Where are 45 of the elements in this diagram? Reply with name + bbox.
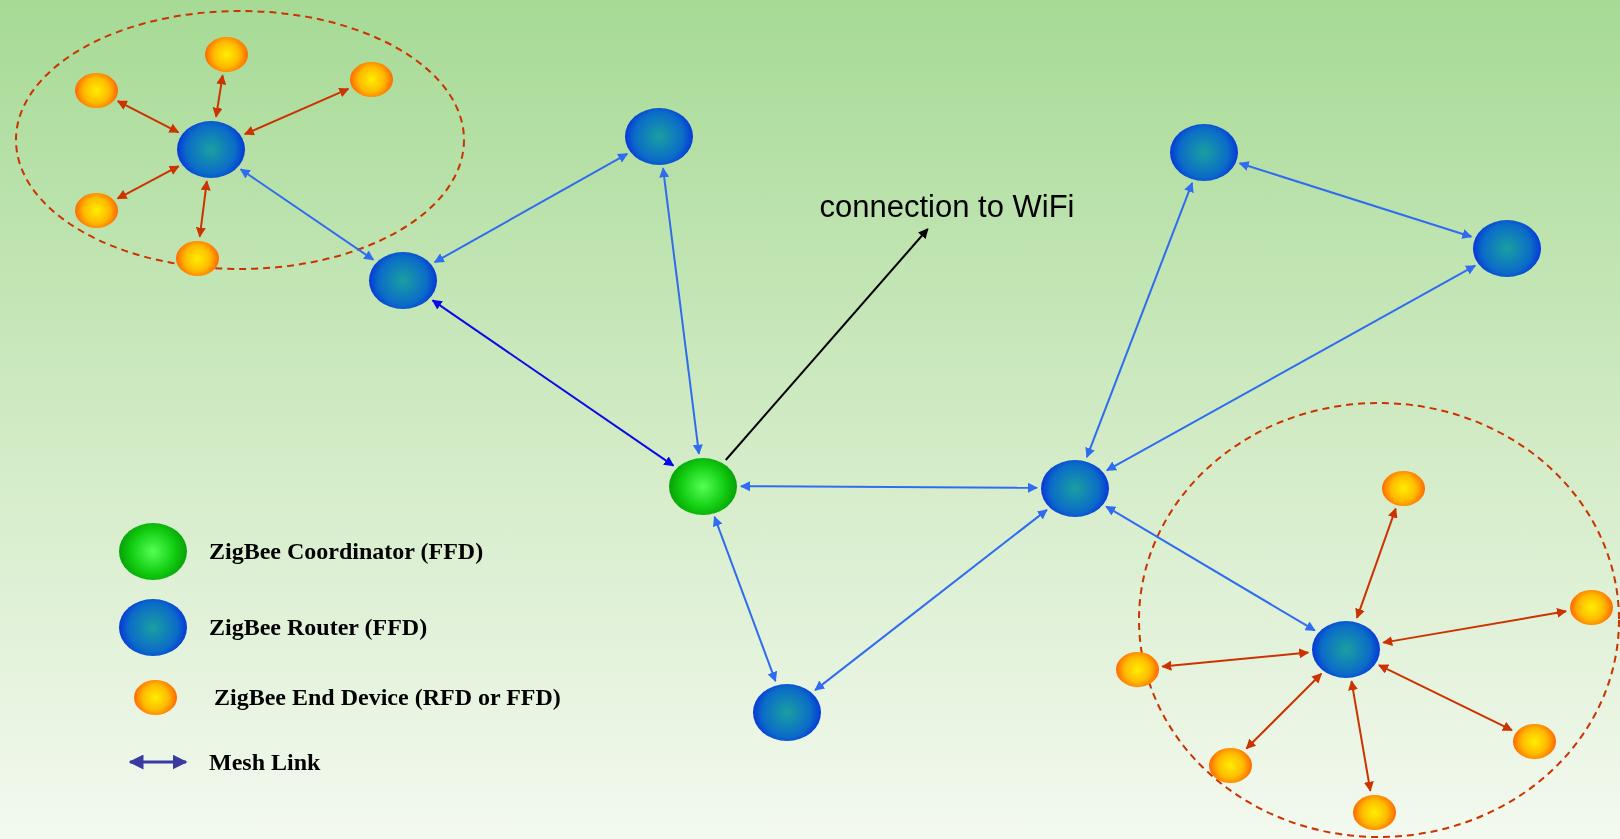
end-device-node (1569, 589, 1613, 625)
arrow (1085, 181, 1194, 459)
arrow (212, 74, 227, 118)
arrow (433, 152, 629, 264)
arrow (712, 515, 778, 683)
legend-label: ZigBee Router (FFD) (209, 613, 428, 641)
arrow (1355, 507, 1398, 619)
end-device-node (175, 240, 219, 276)
caption-text: connection to WiFi (819, 189, 1075, 225)
arrow (195, 180, 211, 238)
arrow (116, 165, 180, 200)
arrow (1378, 664, 1513, 732)
arrow (1245, 672, 1323, 750)
end-device-node (74, 72, 118, 108)
arrow (659, 167, 703, 455)
legend-label: Mesh Link (209, 748, 321, 776)
end-device-node (349, 61, 393, 97)
router-node (1041, 459, 1109, 517)
arrow (239, 168, 375, 261)
legend-label: ZigBee Coordinator (FFD) (209, 537, 484, 565)
router-node (1312, 620, 1380, 678)
arrow (814, 508, 1048, 692)
end-device-node (74, 192, 118, 228)
end-device-node (204, 36, 248, 72)
end-device-node (1115, 651, 1159, 687)
arrow (1105, 505, 1316, 632)
arrow (1105, 264, 1477, 472)
end-device-node (1352, 794, 1396, 830)
arrow (1238, 161, 1473, 239)
arrow (1382, 607, 1567, 646)
arrow (1348, 680, 1374, 792)
end-device-node (1381, 470, 1425, 506)
router-node (753, 683, 821, 741)
arrow (1161, 648, 1310, 671)
end-device-node (1512, 723, 1556, 759)
end-device-node (1208, 747, 1252, 783)
router-node (369, 251, 437, 309)
arrow (431, 299, 675, 467)
arrow (243, 87, 350, 136)
coordinator-node (669, 457, 737, 515)
legend-label: ZigBee End Device (RFD or FFD) (214, 683, 561, 711)
arrow (116, 100, 180, 134)
arrow (740, 481, 1038, 493)
router-node (177, 120, 245, 178)
arrow (724, 228, 929, 461)
